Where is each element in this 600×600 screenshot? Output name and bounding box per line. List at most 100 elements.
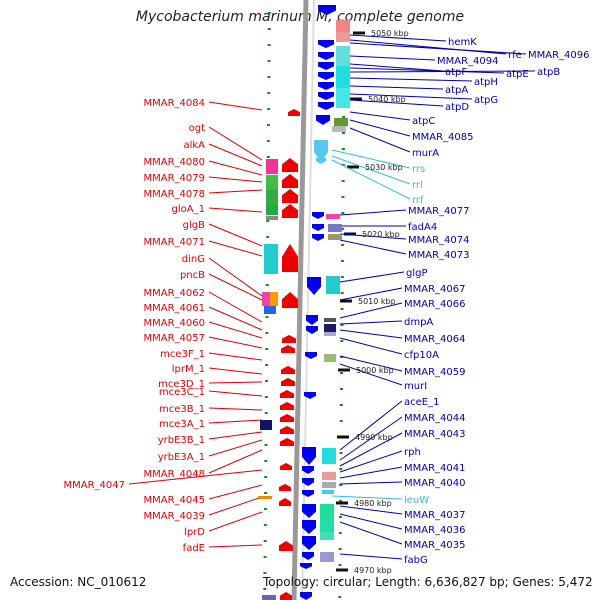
right-leader-line <box>339 302 403 319</box>
forward-gene-arrow <box>288 109 300 116</box>
right-gene-label-mmar-4073: MMAR_4073 <box>408 250 470 261</box>
left-gene-label-lprm-1: lprM_1 <box>172 364 205 375</box>
left-leader-line <box>208 240 263 257</box>
left-leader-line <box>208 484 263 500</box>
right-leader-line <box>349 70 536 73</box>
gene-domain-block <box>258 496 272 499</box>
reverse-gene-arrow <box>302 490 314 497</box>
rna-gene-label-rrf: rrf <box>412 195 424 206</box>
gene-domain-block <box>328 234 342 240</box>
gene-domain-block <box>326 214 340 219</box>
reverse-gene-arrow <box>312 224 324 231</box>
rna-gene-label-leuw: leuW <box>404 495 429 506</box>
forward-gene-arrow <box>280 426 294 434</box>
scale-tick <box>265 332 269 334</box>
left-leader-line <box>208 390 263 397</box>
kbp-marker-label: 5050 kbp <box>371 29 409 38</box>
gene-domain-block <box>326 276 340 294</box>
right-gene-label-atpa: atpA <box>445 85 468 96</box>
scale-tick <box>338 548 342 550</box>
leader-lines <box>128 34 536 560</box>
reverse-gene-arrow <box>302 520 316 534</box>
kbp-marker-tick <box>350 97 362 101</box>
topology-text: Topology: circular; Length: 6,636,827 bp… <box>263 575 593 589</box>
scale-tick <box>339 468 343 470</box>
reverse-gene-arrow <box>306 326 318 334</box>
left-gene-label-mmar-4079: MMAR_4079 <box>144 173 206 184</box>
right-gene-label-mmar-4059: MMAR_4059 <box>404 367 466 378</box>
reverse-gene-arrow <box>312 212 324 219</box>
right-gene-label-mmar-4040: MMAR_4040 <box>404 478 466 489</box>
right-gene-label-mura: murA <box>412 148 439 159</box>
reverse-gene-arrow <box>306 315 318 325</box>
forward-gene-arrow <box>280 402 294 410</box>
right-gene-label-mmar-4066: MMAR_4066 <box>404 299 466 310</box>
reverse-gene-arrow <box>300 592 312 600</box>
right-gene-label-mmar-4077: MMAR_4077 <box>408 206 470 217</box>
reverse-gene-arrow <box>302 552 314 560</box>
kbp-marker-tick <box>347 165 359 169</box>
scale-tick <box>338 516 342 518</box>
kbp-marker-label: 5030 kbp <box>365 163 403 172</box>
scale-tick <box>340 308 344 310</box>
scale-tick <box>341 244 345 246</box>
left-gene-label-ogt: ogt <box>189 123 205 134</box>
right-leader-line <box>349 39 507 55</box>
gene-domain-block <box>270 292 278 306</box>
scale-tick <box>263 588 267 590</box>
left-gene-label-fade: fadE <box>183 543 205 554</box>
kbp-marker-label: 4980 kbp <box>354 499 392 508</box>
scale-tick <box>339 452 343 454</box>
scale-tick <box>340 356 344 358</box>
left-leader-line <box>208 449 263 474</box>
scale-tick <box>341 148 345 150</box>
gene-domain-block <box>320 532 334 540</box>
forward-gene-arrow <box>282 292 298 308</box>
kbp-marker-tick <box>336 501 348 505</box>
scale-tick <box>264 444 268 446</box>
reverse-gene-arrow <box>302 536 316 550</box>
left-gene-label-mmar-4039: MMAR_4039 <box>144 511 206 522</box>
left-gene-label-mmar-4048: MMAR_4048 <box>144 469 206 480</box>
left-leader-line <box>208 352 263 361</box>
right-gene-label-atpg: atpG <box>474 95 498 106</box>
scale-tick <box>339 500 343 502</box>
right-leader-line <box>339 513 403 530</box>
rna-gene-arrow <box>316 158 326 164</box>
scale-tick <box>263 540 267 542</box>
left-leader-line <box>208 273 263 301</box>
reverse-gene-arrow <box>318 40 334 48</box>
gene-domain-block <box>266 190 278 205</box>
scale-tick <box>341 212 345 214</box>
gene-domain-block <box>336 66 350 88</box>
left-leader-line <box>208 367 263 375</box>
gene-domain-block <box>320 504 334 518</box>
rna-leader-line <box>331 159 411 200</box>
left-gene-label-mmar-4071: MMAR_4071 <box>144 237 206 248</box>
kbp-marker-tick <box>353 31 365 35</box>
gene-domain-block <box>264 306 276 314</box>
right-gene-label-mmar-4096: MMAR_4096 <box>528 50 590 61</box>
kbp-marker-label: 4970 kbp <box>354 566 392 575</box>
scale-tick <box>267 12 271 14</box>
reverse-gene-arrow <box>300 563 312 569</box>
left-gene-label-yrbe3b-1: yrbE3B_1 <box>158 435 205 446</box>
kbp-marker-tick <box>336 568 348 572</box>
scale-tick <box>266 236 270 238</box>
left-gene-label-mmar-4062: MMAR_4062 <box>144 288 206 299</box>
left-gene-label-mmar-4061: MMAR_4061 <box>144 303 206 314</box>
forward-gene-arrow <box>279 484 291 491</box>
scale-tick <box>339 484 343 486</box>
right-gene-label-rph: rph <box>404 447 421 458</box>
gene-domain-block <box>266 216 278 220</box>
kbp-marker-label: 5000 kbp <box>356 366 394 375</box>
rna-gene-label-rrl: rrl <box>412 180 423 191</box>
right-leader-line <box>339 355 403 372</box>
forward-gene-arrow <box>280 592 292 600</box>
right-leader-line <box>349 42 527 55</box>
left-gene-label-glgb: glgB <box>183 220 205 231</box>
forward-gene-arrow <box>281 345 295 353</box>
left-gene-label-mce3b-1: mce3B_1 <box>159 404 205 415</box>
right-leader-line <box>339 553 403 560</box>
reverse-gene-arrow <box>312 234 324 241</box>
